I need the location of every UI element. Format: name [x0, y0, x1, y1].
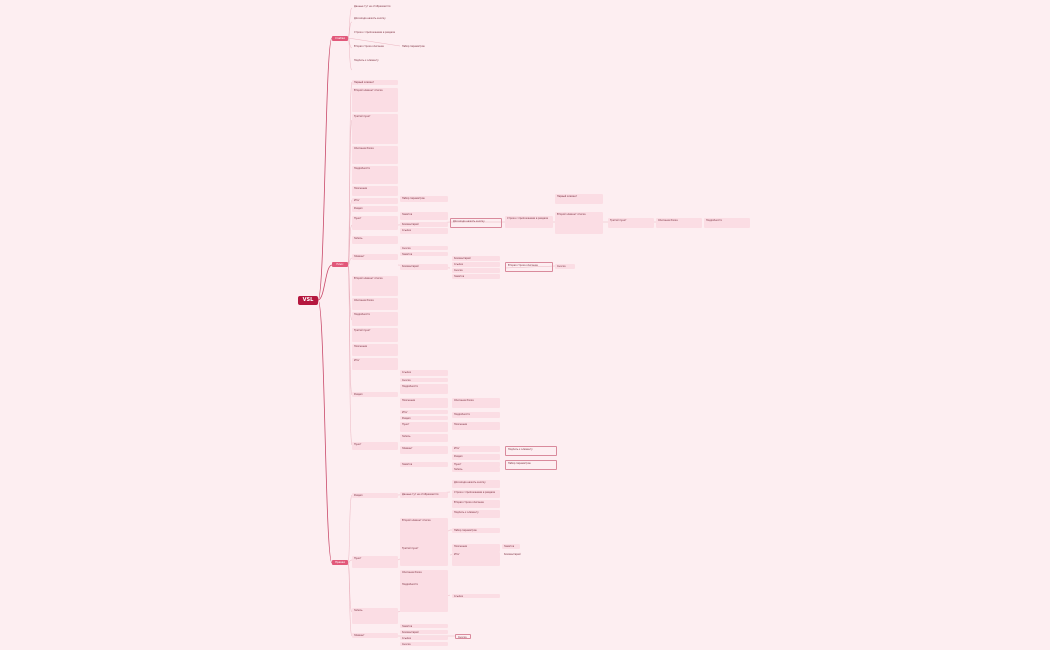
leaf-node[interactable]: Элемент [352, 633, 398, 638]
sub-node[interactable]: Заметка [400, 212, 448, 220]
detail-node[interactable]: Описание блока [656, 218, 702, 228]
sub-node[interactable]: Комментарий [400, 264, 448, 270]
detail-node[interactable]: Для входа нажать кнопку [450, 218, 502, 228]
connector-b1 [347, 7, 401, 71]
sub-node[interactable]: Комментарий [400, 630, 448, 634]
detail-node[interactable]: Запись [452, 467, 500, 472]
detail-node[interactable]: Подпись к элементу [505, 446, 557, 456]
detail-node[interactable]: Первый элемент [555, 194, 603, 204]
leaf-node[interactable]: Второй элемент списка [352, 88, 398, 112]
detail-node[interactable]: Сноска [452, 268, 500, 273]
sub-node[interactable]: Ссылка [400, 228, 448, 234]
leaf-node[interactable]: Второй элемент списка [352, 276, 398, 296]
leaf-node[interactable]: Для входа нажать кнопку [354, 17, 386, 20]
leaf-node[interactable]: Запись [352, 608, 398, 624]
detail-node[interactable]: Описание блока [452, 398, 500, 408]
leaf-node[interactable]: Данные тут не отображаются [354, 5, 391, 8]
detail-node[interactable]: Пояснение [452, 422, 500, 430]
detail-node[interactable]: Подпись к элементу [452, 510, 500, 518]
leaf-node[interactable]: Пояснение [352, 344, 398, 356]
leaf-node[interactable]: Запись [352, 236, 398, 244]
sub-node[interactable]: Заметка [400, 462, 448, 467]
sub-node[interactable]: Элемент [400, 446, 448, 454]
connector-b2 [347, 81, 353, 446]
detail-node[interactable]: Сноска [555, 264, 575, 269]
connector-b3 [347, 494, 353, 637]
leaf-node[interactable]: Третий пункт [352, 328, 398, 342]
leaf-node[interactable]: Пояснение [352, 186, 398, 196]
detail-node[interactable]: Ссылка [452, 262, 500, 267]
leaf-node[interactable]: Итог [352, 358, 398, 370]
detail-node[interactable]: Вторая строка описание [452, 500, 500, 508]
leaf-node[interactable]: Третий пункт [352, 114, 398, 144]
leaf-node[interactable]: Раздел [352, 392, 398, 397]
sub-node[interactable]: Сноска [400, 642, 448, 646]
root-node[interactable]: VSL [298, 296, 318, 305]
detail-node[interactable]: Заметка [502, 544, 520, 549]
sub-node[interactable]: Данные тут не отображаются [400, 492, 448, 498]
sub-node[interactable]: Ссылка [400, 636, 448, 640]
leaf-node[interactable]: Подробности [352, 312, 398, 326]
detail-node[interactable]: Заметка [452, 274, 500, 279]
leaf-node[interactable]: Вторая строка описание [354, 45, 384, 48]
sub-node[interactable]: Третий пункт [400, 546, 448, 566]
detail-node[interactable]: Итог [452, 552, 500, 566]
sub-node[interactable]: Раздел [400, 416, 448, 420]
leaf-node[interactable]: Раздел [352, 206, 398, 212]
leaf-node[interactable]: Подробности [352, 166, 398, 184]
sub-node[interactable]: Описание блока [400, 570, 448, 584]
leaf-node[interactable]: Элемент [352, 254, 398, 260]
detail-node[interactable]: Третий пункт [608, 218, 654, 228]
detail-node[interactable]: Для входа нажать кнопку [452, 480, 500, 488]
leaf-node[interactable]: Итог [352, 198, 398, 204]
leaf-node[interactable]: Описание блока [352, 146, 398, 164]
connector-root-b2 [317, 264, 333, 301]
detail-node[interactable]: Набор параметров [452, 528, 500, 533]
detail-node[interactable]: Итог [452, 446, 500, 452]
sub-node[interactable]: Заметка [400, 624, 448, 628]
sub-node[interactable]: Сноска [400, 246, 448, 250]
leaf-node[interactable]: Пункт [352, 556, 398, 568]
sub-node[interactable]: Запись [400, 434, 448, 442]
sub-node[interactable]: Ссылка [400, 370, 448, 376]
leaf-node[interactable]: Набор параметров [402, 45, 425, 48]
sub-node[interactable]: Итог [400, 410, 448, 414]
sub-node[interactable]: Сноска [400, 378, 448, 382]
sub-node[interactable]: Пункт [400, 422, 448, 432]
sub-node[interactable]: Заметка [400, 252, 448, 256]
leaf-node[interactable]: Первый элемент [352, 80, 398, 85]
leaf-node[interactable]: Пункт [352, 442, 398, 450]
detail-node[interactable]: Ссылка [452, 594, 500, 598]
detail-node[interactable]: Раздел [452, 454, 500, 460]
leaf-node[interactable]: Описание блока [352, 298, 398, 310]
sub-node[interactable]: Комментарий [400, 222, 448, 227]
detail-node[interactable]: Набор параметров [505, 460, 557, 470]
detail-node[interactable]: Комментарий [452, 256, 500, 261]
detail-node[interactable]: Подробности [704, 218, 750, 228]
detail-node[interactable]: Строка с приложением в разделе [505, 216, 553, 228]
connector-root-b1 [317, 37, 333, 301]
detail-node[interactable]: Строка с приложением в разделе [452, 490, 500, 498]
leaf-node[interactable]: Подпись к элементу [354, 59, 379, 62]
leaf-node[interactable]: Пункт [352, 216, 398, 230]
detail-node[interactable]: Вторая строка описание [505, 262, 553, 272]
sub-node[interactable]: Подробности [400, 384, 448, 394]
detail-node[interactable]: Второй элемент списка [555, 212, 603, 234]
branch-node-3[interactable]: Правая [332, 560, 348, 565]
branch-node-1[interactable]: Слабая [332, 36, 348, 41]
connector-root-b3 [317, 299, 333, 564]
detail-node[interactable]: Подробности [452, 412, 500, 418]
branch-node-2[interactable]: Плюс [332, 262, 348, 267]
detail-node[interactable]: Пояснение [452, 544, 500, 552]
detail-node[interactable]: Пункт [452, 462, 500, 467]
sub-node[interactable]: Набор параметров [400, 196, 448, 202]
detail-node[interactable]: Сноска [455, 634, 471, 639]
leaf-node[interactable]: Строка с приложением в разделе [354, 31, 396, 34]
detail-node[interactable]: Комментарий [504, 553, 521, 556]
leaf-node[interactable]: Раздел [352, 493, 398, 498]
sub-node[interactable]: Пояснение [400, 398, 448, 408]
sub-node[interactable]: Подробности [400, 582, 448, 612]
